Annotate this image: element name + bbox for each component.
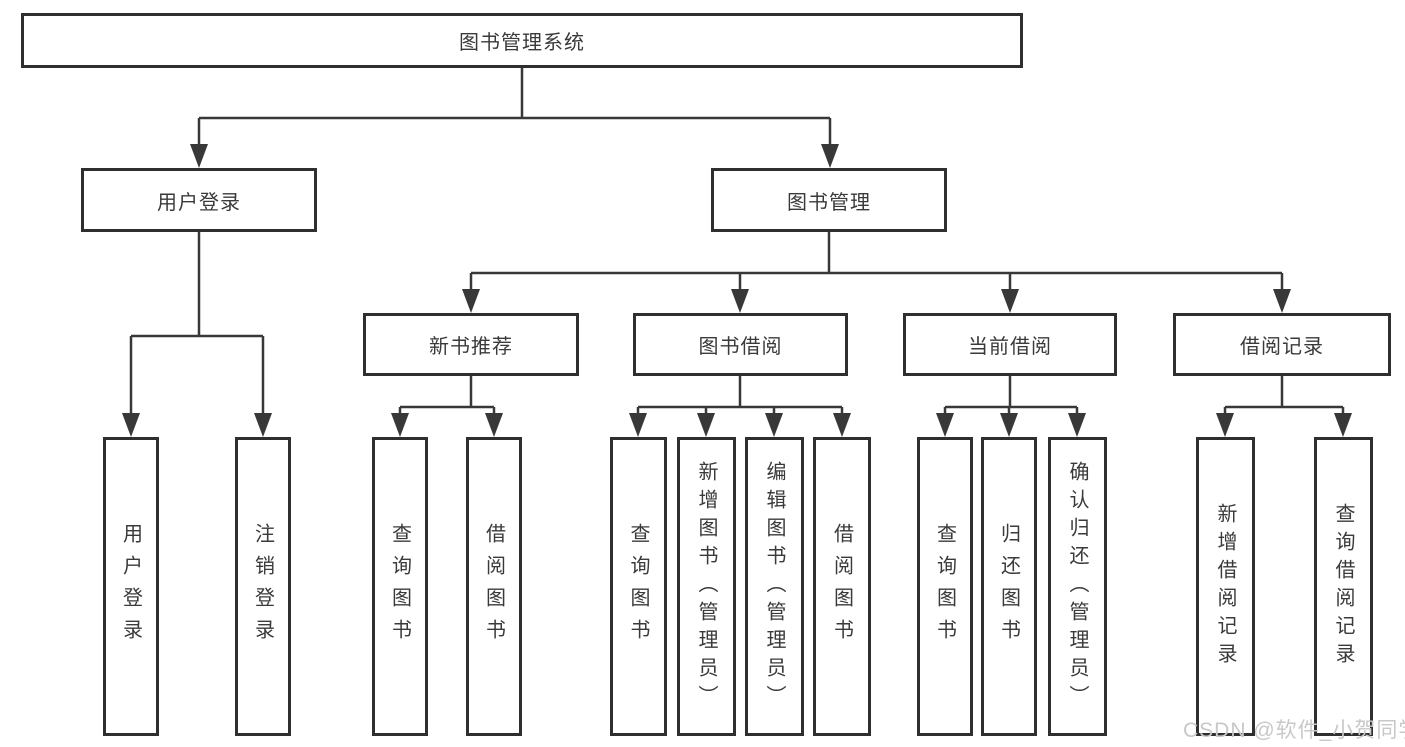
leaf-node-label: 新增图书（管理员） <box>695 460 717 713</box>
level3-node-current-borrow: 当前借阅 <box>903 313 1117 376</box>
root-node-label: 图书管理系统 <box>459 32 585 54</box>
leaf-node-label: 归还图书 <box>997 522 1020 651</box>
level3-node-label: 当前借阅 <box>968 336 1052 358</box>
level3-node-new-book-recommend: 新书推荐 <box>363 313 579 376</box>
leaf-node-label: 查询图书 <box>388 522 411 651</box>
leaf-node-label: 查询借阅记录 <box>1332 502 1354 671</box>
leaf-node-user-login: 用户登录 <box>103 437 159 736</box>
level2-node-label: 图书管理 <box>787 191 871 214</box>
leaf-node-query-books: 查询图书 <box>372 437 428 736</box>
level2-node-book-management: 图书管理 <box>711 168 947 232</box>
csdn-watermark: CSDN @软件_小贺同学 <box>1183 719 1405 742</box>
leaf-node-label: 用户登录 <box>119 522 142 651</box>
leaf-node-label: 新增借阅记录 <box>1214 502 1236 671</box>
leaf-node-confirm-return-admin: 确认归还（管理员） <box>1048 437 1107 736</box>
level2-node-user-login: 用户登录 <box>81 168 317 232</box>
leaf-node-label: 确认归还（管理员） <box>1066 460 1088 713</box>
level3-node-label: 新书推荐 <box>429 336 513 358</box>
leaf-node-label: 查询图书 <box>627 522 649 651</box>
leaf-node-add-books-admin: 新增图书（管理员） <box>677 437 736 736</box>
leaf-node-label: 查询图书 <box>933 522 956 651</box>
level2-node-label: 用户登录 <box>157 191 241 214</box>
leaf-node-borrow-books: 借阅图书 <box>813 437 871 736</box>
leaf-node-logout: 注销登录 <box>235 437 291 736</box>
leaf-node-edit-books-admin: 编辑图书（管理员） <box>745 437 804 736</box>
leaf-node-query-books: 查询图书 <box>610 437 667 736</box>
level3-node-borrow-records: 借阅记录 <box>1173 313 1391 376</box>
leaf-node-query-books: 查询图书 <box>917 437 973 736</box>
leaf-node-query-borrow-record: 查询借阅记录 <box>1314 437 1373 736</box>
level3-node-book-borrow: 图书借阅 <box>633 313 848 376</box>
leaf-node-label: 借阅图书 <box>482 522 505 651</box>
leaf-node-borrow-books: 借阅图书 <box>466 437 522 736</box>
leaf-node-return-books: 归还图书 <box>981 437 1037 736</box>
leaf-node-label: 编辑图书（管理员） <box>763 460 785 713</box>
leaf-node-label: 注销登录 <box>251 522 274 651</box>
root-node-library-system: 图书管理系统 <box>21 13 1023 68</box>
level3-node-label: 图书借阅 <box>698 336 783 358</box>
leaf-node-label: 借阅图书 <box>830 522 853 651</box>
leaf-node-add-borrow-record: 新增借阅记录 <box>1196 437 1255 736</box>
level3-node-label: 借阅记录 <box>1240 336 1324 358</box>
